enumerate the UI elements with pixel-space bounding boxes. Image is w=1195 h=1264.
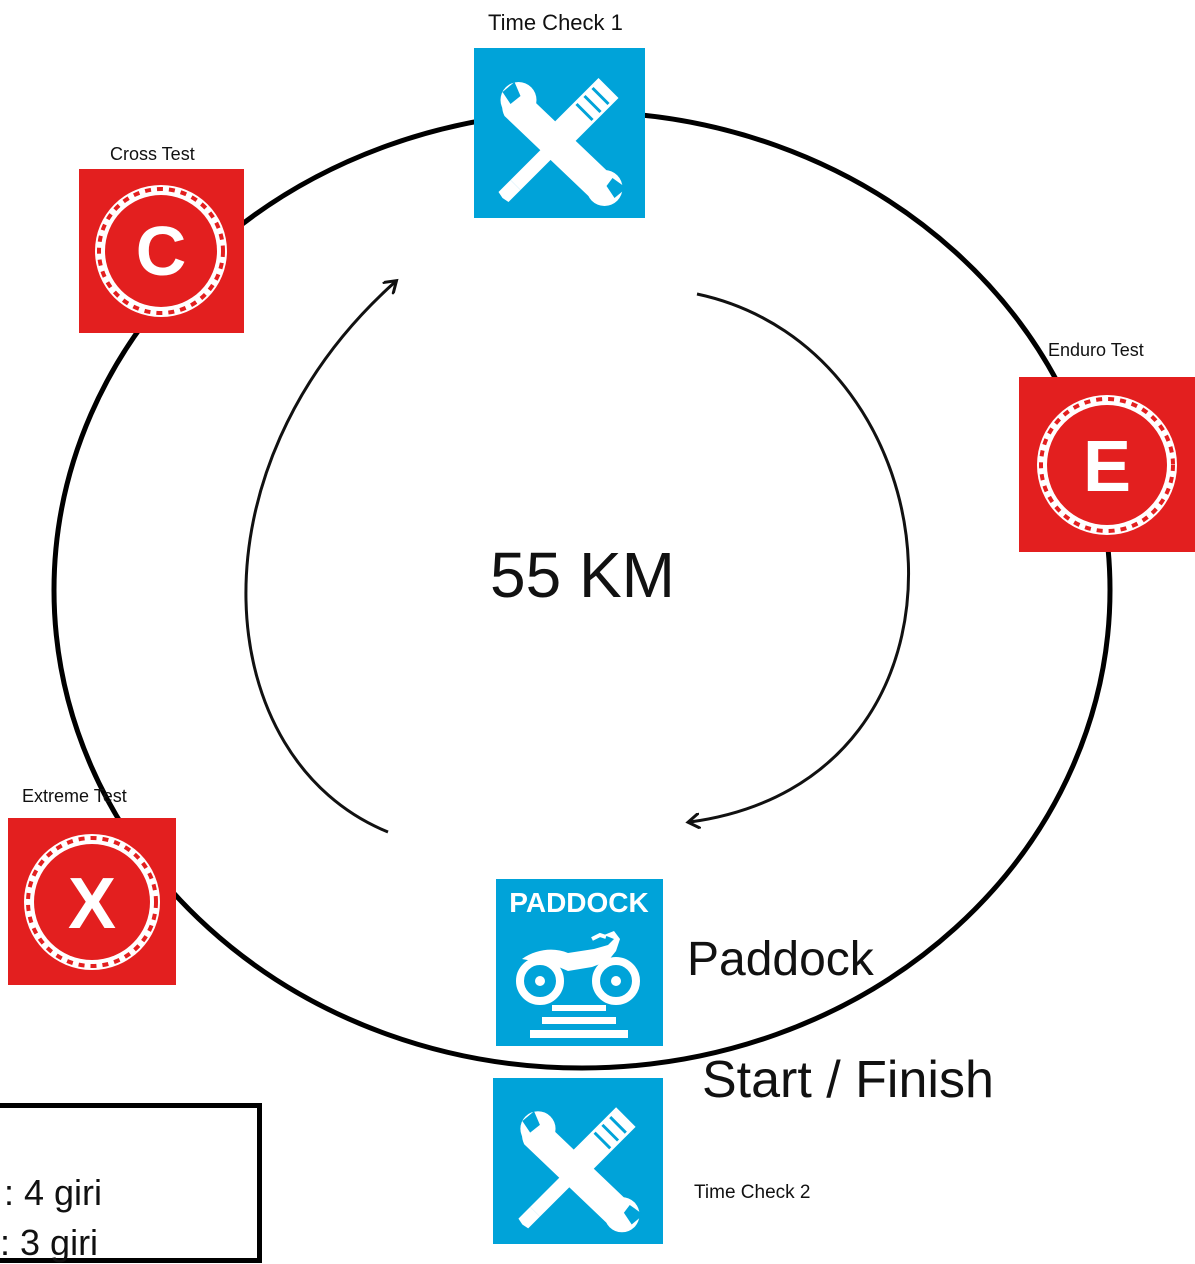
time-check-1-label: Time Check 1 — [488, 10, 623, 35]
gear-e-icon: E — [1037, 395, 1177, 535]
extreme-test-tile: X — [8, 818, 176, 985]
distance-label: 55 KM — [490, 539, 675, 611]
svg-text:C: C — [136, 212, 187, 290]
legend-line-1: : 4 giri — [4, 1172, 103, 1213]
time-check-2-tile — [493, 1078, 663, 1244]
gear-c-icon: C — [95, 185, 227, 317]
motorbike-icon: PADDOCK — [509, 887, 649, 1038]
paddock-tile: PADDOCK — [496, 879, 663, 1046]
legend-box — [0, 1103, 262, 1263]
enduro-test-label: Enduro Test — [1048, 340, 1144, 360]
wrench-screwdriver-icon — [518, 1107, 644, 1233]
extreme-test-label: Extreme Test — [22, 786, 127, 806]
paddock-label: Paddock — [687, 933, 874, 986]
time-check-2-label: Time Check 2 — [694, 1182, 811, 1203]
svg-text:X: X — [68, 864, 116, 944]
direction-arrow-left — [244, 282, 395, 834]
direction-arrow-right — [690, 292, 910, 822]
paddock-badge-text: PADDOCK — [509, 887, 648, 918]
legend-line-2: a: 3 giri — [0, 1222, 99, 1263]
wrench-screwdriver-icon — [498, 78, 627, 206]
enduro-test-tile: E — [1019, 377, 1195, 552]
gear-x-icon: X — [24, 834, 160, 970]
cross-test-label: Cross Test — [110, 144, 195, 164]
start-finish-label: Start / Finish — [702, 1051, 994, 1109]
svg-text:E: E — [1083, 427, 1131, 507]
time-check-1-tile — [474, 48, 645, 218]
cross-test-tile: C — [79, 169, 244, 333]
